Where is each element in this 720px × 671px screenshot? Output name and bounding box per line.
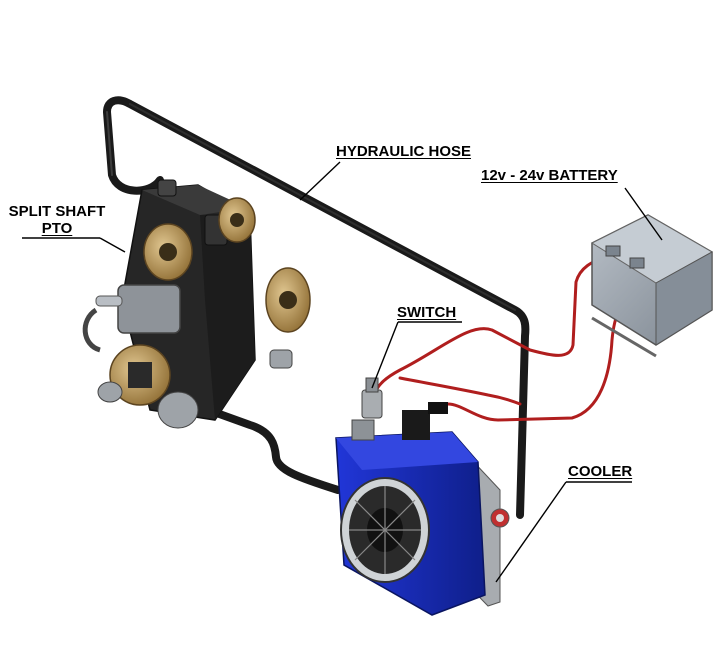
label-cooler-text: COOLER xyxy=(568,463,633,480)
label-hydraulic-hose-text: HYDRAULIC HOSE xyxy=(336,143,472,160)
label-split-shaft-pto: SPLIT SHAFT PTO xyxy=(7,203,107,237)
label-hydraulic-hose: HYDRAULIC HOSE xyxy=(336,143,471,160)
label-battery-text: 12v - 24v BATTERY xyxy=(481,167,618,184)
label-pto-line1: SPLIT SHAFT xyxy=(8,203,106,220)
cooler xyxy=(335,410,510,616)
leader-lines xyxy=(22,161,663,583)
label-cooler: COOLER xyxy=(568,463,632,480)
hydraulic-hose xyxy=(103,96,530,519)
label-switch: SWITCH xyxy=(397,304,456,321)
label-pto-line2: PTO xyxy=(41,220,73,237)
split-shaft-pto xyxy=(82,179,311,429)
battery xyxy=(590,214,714,358)
label-switch-text: SWITCH xyxy=(397,304,457,321)
label-battery: 12v - 24v BATTERY xyxy=(481,167,618,184)
